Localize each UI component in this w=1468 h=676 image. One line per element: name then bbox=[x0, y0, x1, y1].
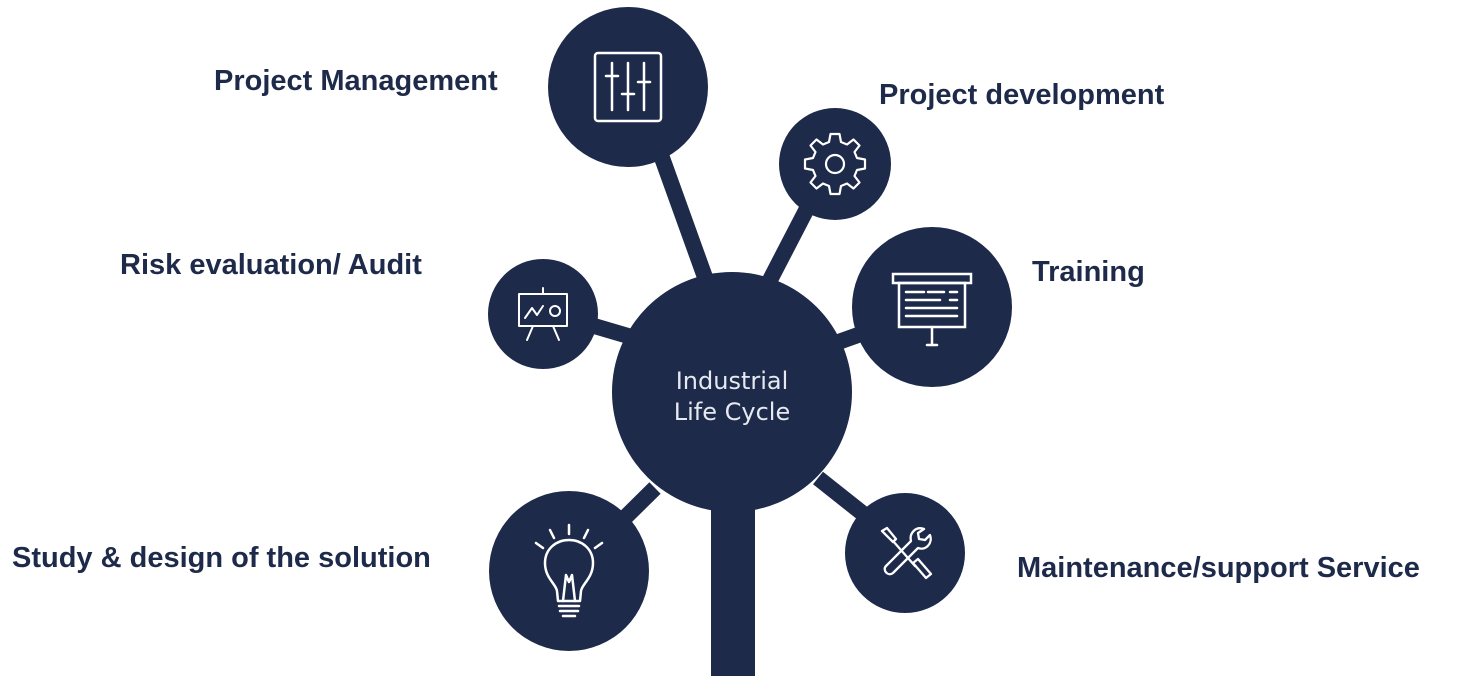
lightbulb-icon bbox=[534, 523, 604, 618]
label-study-design: Study & design of the solution bbox=[12, 542, 431, 574]
hub-circle bbox=[612, 272, 852, 512]
label-maintenance: Maintenance/support Service bbox=[1017, 552, 1420, 584]
hub-label-line2: Life Cycle bbox=[674, 398, 790, 426]
trunk bbox=[711, 490, 755, 676]
hub-node: Industrial Life Cycle bbox=[612, 272, 852, 512]
label-training: Training bbox=[1032, 256, 1145, 288]
presentation-chart-icon bbox=[518, 287, 568, 341]
node-project-development bbox=[779, 108, 891, 220]
gear-icon bbox=[803, 132, 867, 196]
node-study-design bbox=[489, 491, 649, 651]
node-circle bbox=[488, 259, 598, 369]
node-circle bbox=[779, 108, 891, 220]
wrench-screwdriver-icon bbox=[880, 526, 933, 580]
node-project-management bbox=[548, 7, 708, 167]
label-project-management: Project Management bbox=[214, 65, 498, 97]
node-risk-evaluation bbox=[488, 259, 598, 369]
node-training bbox=[852, 227, 1012, 387]
label-risk-evaluation: Risk evaluation/ Audit bbox=[120, 249, 422, 281]
node-circle bbox=[489, 491, 649, 651]
projector-screen-icon bbox=[891, 272, 973, 347]
hub-label-line1: Industrial bbox=[676, 367, 789, 395]
label-project-development: Project development bbox=[879, 79, 1165, 111]
sliders-icon bbox=[593, 51, 663, 123]
node-maintenance bbox=[845, 493, 965, 613]
